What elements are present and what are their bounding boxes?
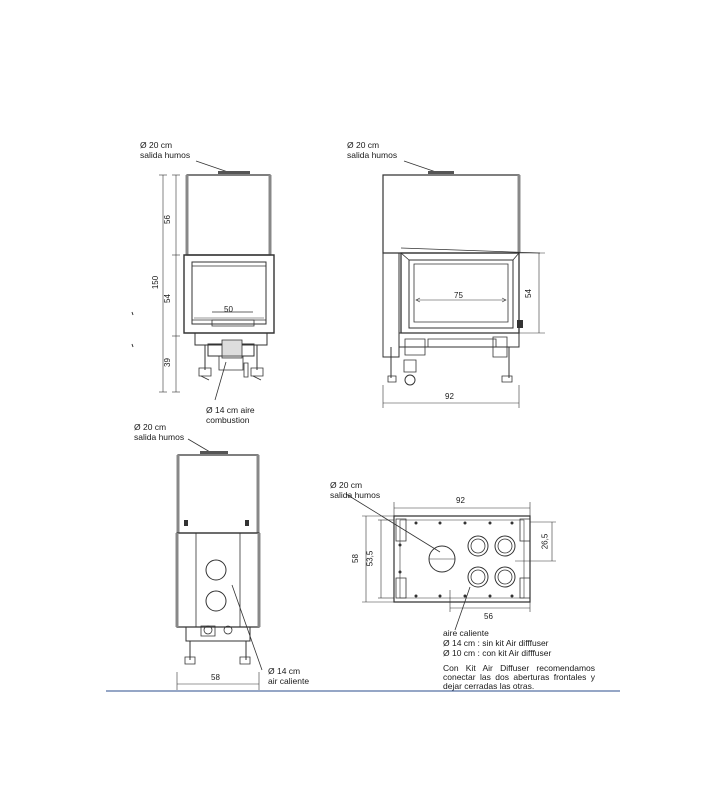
front-flue-collar [218,171,250,174]
top-air-option-1: Ø 14 cm : sin kit Air difffuser [443,638,549,648]
top-view [346,494,556,630]
top-air-leader [455,587,470,630]
top-air-option-2: Ø 10 cm : con kit Air difffuser [443,648,552,658]
top-width: 92 [456,496,465,505]
front-flue-leader [196,161,228,172]
side-flue-diameter: Ø 20 cm [347,140,380,150]
front-flue-label: salida humos [140,150,191,160]
side-hood [383,175,519,253]
front-firebox-frame [184,255,274,333]
rear-flue-leader [188,439,210,452]
top-inner-depth: 53,5 [365,550,375,567]
front-glass [192,262,266,324]
front-air-leader [215,362,226,400]
side-flue-label: salida humos [347,150,398,160]
front-glass-width: 50 [224,305,233,314]
top-outlet-offset: 26,5 [540,533,550,550]
front-air-diameter: Ø 14 cm aire [206,405,255,415]
side-depth: 92 [445,392,454,401]
rear-air-label: air caliente [268,676,310,686]
side-view [383,161,545,408]
front-height-base: 39 [162,358,172,367]
top-air-title: aire caliente [443,628,489,638]
front-foot-left [199,368,211,376]
rear-view [177,439,262,690]
side-glass-height: 54 [523,289,533,298]
rear-air-diameter: Ø 14 cm [268,666,301,676]
side-wheel [405,375,415,385]
rear-flue-label: salida humos [134,432,185,442]
front-height-top: 56 [162,215,172,224]
top-depth: 58 [350,554,360,563]
top-outlet-spacing: 56 [484,612,493,621]
side-body [383,253,399,357]
side-glass-width: 75 [454,291,463,300]
top-outlet-1 [468,536,488,556]
rear-flue-diameter: Ø 20 cm [134,422,167,432]
rear-width: 58 [211,673,220,682]
front-height-glass: 54 [162,294,172,303]
top-flue-diameter: Ø 20 cm [330,480,363,490]
rear-air-outlet-lower [206,591,226,611]
top-note: Con Kit Air Diffuser recomendamos conect… [443,663,595,691]
front-air-label: combustion [206,415,250,425]
top-flue-label: salida humos [330,490,381,500]
top-outlet-2 [495,536,515,556]
rear-air-leader [232,585,262,670]
front-flue-diameter: Ø 20 cm [140,140,173,150]
rear-air-outlet-upper [206,560,226,580]
side-glass [409,260,513,328]
top-outlet-3 [468,567,488,587]
front-height-total: 150 [151,275,161,290]
front-foot-right [251,368,263,376]
top-outlet-4 [495,567,515,587]
front-view [159,161,274,400]
side-flue-leader [404,161,436,172]
top-flue-leader [346,494,440,552]
top-outline [394,516,530,602]
front-hood [187,175,270,255]
